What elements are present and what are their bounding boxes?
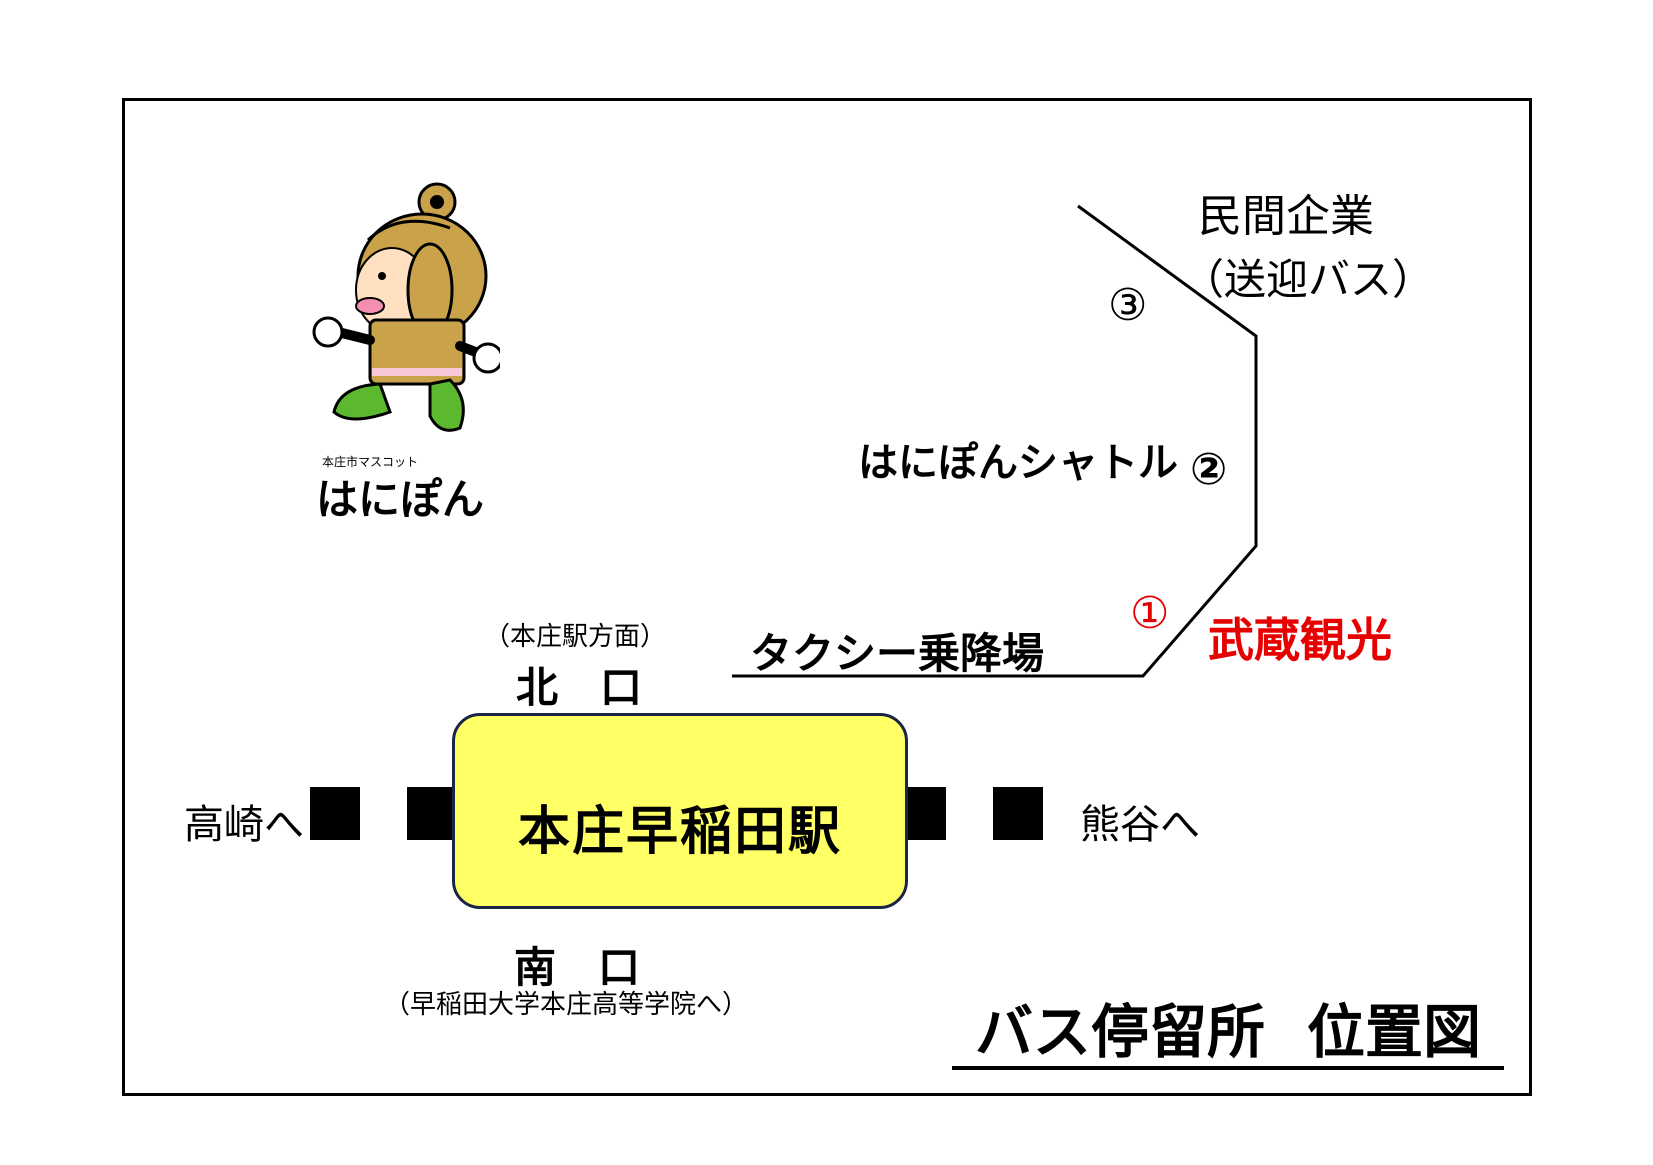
map-title-left: バス停留所 (974, 998, 1265, 1066)
stop1-marker: ① (1130, 588, 1170, 639)
station-building: 本庄早稲田駅 (452, 713, 908, 909)
railway-track-block (906, 787, 946, 840)
stop2-label: はにぽんシャトル (858, 440, 1178, 486)
stop1-label: 武蔵観光 (1208, 613, 1392, 667)
map-frame (122, 98, 1532, 1096)
map-title-right: 位置図 (1307, 998, 1482, 1066)
stop2-marker: ② (1190, 444, 1228, 495)
south-exit-label: 南 口 (514, 943, 641, 992)
stop3-label-line2: （送迎バス） (1182, 255, 1435, 304)
station-name: 本庄早稲田駅 (517, 802, 842, 862)
stop3-label-line1: 民間企業 (1198, 191, 1374, 242)
stop3-marker: ③ (1108, 280, 1148, 331)
mascot-name: はにぽん (316, 475, 485, 524)
south-exit-note: （早稲田大学本庄高等学院へ） (384, 990, 749, 1020)
taxi-stand-label: タクシー乗降場 (750, 629, 1045, 678)
north-exit-label: 北 口 (516, 663, 643, 712)
railway-track-block (407, 787, 455, 840)
direction-west: 高崎へ (184, 802, 304, 848)
railway-track-block (310, 787, 360, 840)
map-title: バス停留所位置図 (952, 998, 1504, 1070)
north-exit-note: （本庄駅方面） (484, 622, 667, 652)
haniwa-mascot-illustration (312, 182, 500, 432)
direction-east: 熊谷へ (1080, 802, 1200, 848)
railway-track-block (993, 787, 1043, 840)
mascot-caption: 本庄市マスコット (322, 455, 419, 469)
